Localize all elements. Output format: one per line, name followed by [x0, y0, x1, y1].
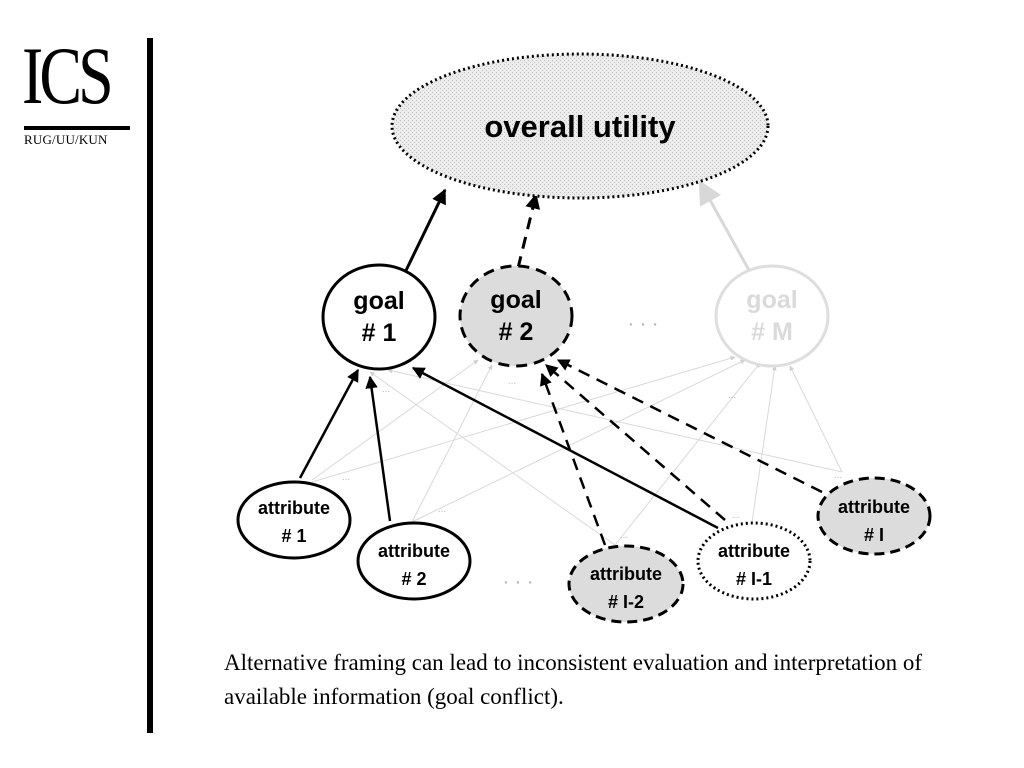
- attribute-2-line2: # 2: [401, 569, 426, 589]
- edge-ellipsis: ...: [438, 504, 446, 515]
- edge-ellipsis: ...: [732, 510, 740, 521]
- goal-1-line2: # 1: [362, 319, 397, 347]
- attribute-I-2-ellipse: [567, 544, 685, 624]
- faint-edge: [751, 365, 777, 523]
- goal-node-M: goal # M: [714, 264, 830, 368]
- faint-edge: [411, 364, 493, 523]
- attribute-I-1-line1: attribute: [718, 541, 790, 561]
- attr2-goal1-arrow: [365, 375, 392, 522]
- faint-edge: [789, 365, 843, 473]
- edge-ellipsis: ...: [620, 530, 628, 541]
- overall-utility-label: overall utility: [484, 109, 676, 144]
- edge-ellipsis: ...: [728, 390, 736, 401]
- goal-node-2: goal # 2: [458, 264, 574, 368]
- attribute-node-1: attribute # 1: [236, 480, 352, 560]
- logo-underline: [24, 126, 130, 130]
- attribute-1-ellipse: [236, 480, 352, 560]
- attribute-node-I-2: attribute # I-2: [567, 544, 685, 624]
- goal2-utility-arrow: [516, 193, 541, 269]
- goalM-utility-arrow: [698, 179, 752, 273]
- goal-M-ellipse: [714, 264, 830, 368]
- faint-edge: [411, 359, 746, 523]
- attributes-ellipsis: · · ·: [502, 571, 533, 593]
- goal-2-line1: goal: [490, 286, 541, 314]
- attribute-2-ellipse: [356, 521, 472, 601]
- attribute-I-line1: attribute: [838, 497, 910, 517]
- attribute-1-line1: attribute: [258, 498, 330, 518]
- edge-ellipses: ... ... ... ... ... ... ... ...: [342, 376, 842, 541]
- attribute-I-line2: # I: [864, 525, 884, 545]
- attribute-I-1-line2: # I-1: [736, 569, 772, 589]
- vertical-divider: [147, 38, 153, 733]
- attribute-I-ellipse: [816, 476, 932, 556]
- ics-logo: ICS RUG/UU/KUN: [22, 30, 132, 147]
- faint-edge: [387, 368, 843, 473]
- attribute-node-2: attribute # 2: [356, 521, 472, 601]
- edge-ellipsis: ...: [342, 472, 350, 483]
- attrI2-goal2-arrow: [540, 372, 607, 546]
- attribute-node-I: attribute # I: [816, 476, 932, 556]
- attribute-to-goal-arrows: [298, 358, 823, 546]
- attribute-1-line2: # 1: [281, 526, 306, 546]
- goal-1-line1: goal: [353, 287, 404, 315]
- attribute-I-2-line1: attribute: [590, 564, 662, 584]
- attribute-I-2-line2: # I-2: [608, 592, 644, 612]
- overall-utility-ellipse: [390, 52, 770, 200]
- goal-framing-diagram: ... ... ... ... ... ... ... ... overall …: [236, 52, 932, 624]
- faint-edge: [369, 371, 616, 546]
- attr1-goal1-arrow: [298, 368, 360, 479]
- attrI-goal2-arrow: [556, 358, 823, 494]
- logo-text: ICS: [22, 30, 114, 121]
- logo-subtitle: RUG/UU/KUN: [24, 132, 108, 147]
- attrI1-goal2-arrow: [545, 364, 726, 521]
- overall-utility-node: overall utility: [390, 52, 770, 200]
- goal-1-ellipse: [321, 263, 437, 371]
- caption: Alternative framing can lead to inconsis…: [224, 650, 923, 709]
- goal-M-line1: goal: [746, 286, 797, 314]
- goal-2-ellipse: [458, 264, 574, 368]
- attribute-node-I-1: attribute # I-1: [696, 521, 812, 601]
- attrI1-goal1-arrow: [411, 366, 719, 530]
- faint-edge: [311, 359, 479, 481]
- edge-ellipsis: ...: [834, 470, 842, 481]
- attribute-2-line1: attribute: [378, 541, 450, 561]
- background-connections: [311, 355, 843, 546]
- attribute-I-1-ellipse: [696, 521, 812, 601]
- goals-ellipsis: · · ·: [627, 313, 658, 335]
- goal-node-1: goal # 1: [321, 263, 437, 371]
- goal-2-line2: # 2: [499, 318, 534, 346]
- edge-ellipsis: ...: [508, 376, 516, 387]
- goal-M-line2: # M: [751, 318, 793, 346]
- edge-ellipsis: ...: [382, 384, 390, 395]
- faint-edge: [614, 362, 761, 546]
